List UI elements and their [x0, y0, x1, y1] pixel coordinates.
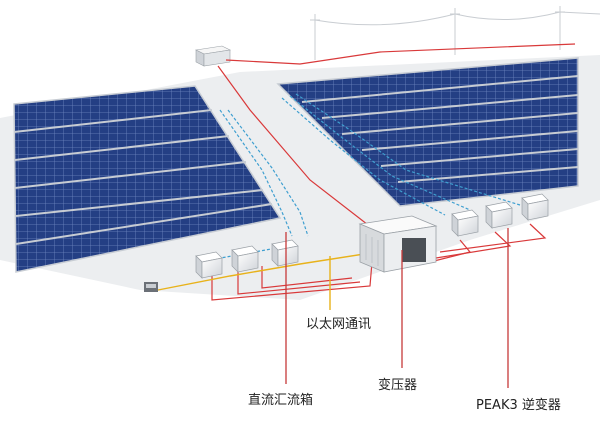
leader-line	[285, 228, 509, 388]
dc-combiner-box-icon	[144, 282, 158, 292]
power-line-icon	[310, 6, 600, 60]
ethernet-label: 以太网通讯	[306, 317, 372, 332]
transformer-label: 变压器	[378, 378, 418, 393]
transformer-container-icon	[358, 215, 438, 273]
inverter-label: PEAK3 逆变器	[476, 398, 561, 413]
ethernet-cable-icon	[157, 253, 365, 310]
substation-icon	[195, 45, 231, 67]
peak3-inverter-icon	[451, 193, 549, 237]
ac-cable-icon	[211, 43, 576, 301]
solar-array-left-icon	[13, 85, 282, 273]
solar-array-right-icon	[276, 57, 579, 207]
dc-combiner-box-label: 直流汇流箱	[248, 393, 314, 408]
peak3-inverter-icon	[195, 239, 299, 279]
